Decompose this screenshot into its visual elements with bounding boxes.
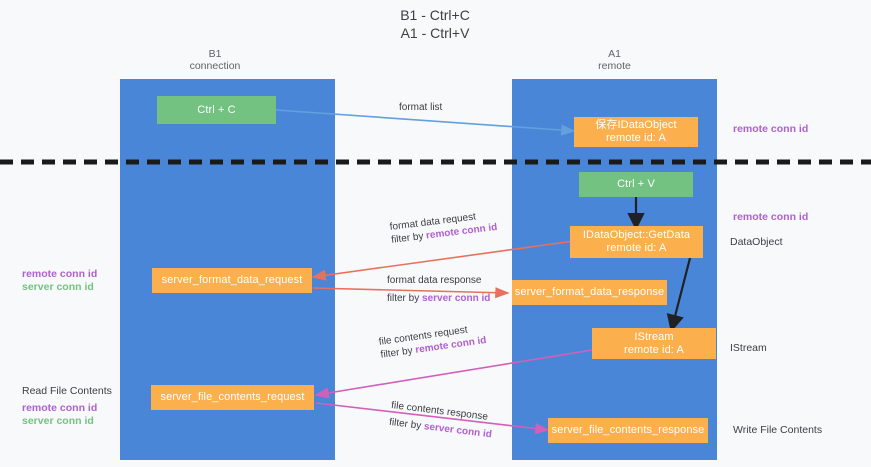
node-server-format-data-response[interactable]: server_format_data_response [512, 280, 667, 305]
annotation-remote-conn-id-top: remote conn id [733, 123, 809, 135]
node-server-format-data-request-label: server_format_data_request [161, 274, 303, 286]
filter-key: server conn id [422, 293, 491, 304]
annotation-istream: IStream [730, 342, 767, 354]
node-server-file-contents-response-label: server_file_contents_response [551, 424, 705, 436]
annotation-left-remote-conn-id-1: remote conn id [22, 268, 98, 280]
node-store-dataobject-line1: 保存IDataObject [595, 119, 677, 131]
lane-b1-name: B1 [208, 48, 222, 60]
node-store-dataobject-line2: remote id: A [606, 132, 666, 144]
annotation-dataobject: DataObject [730, 236, 783, 248]
lane-header-b1: B1 connection [120, 48, 310, 72]
page-title: B1 - Ctrl+C A1 - Ctrl+V [335, 6, 535, 42]
filter-prefix: filter by [390, 230, 427, 246]
edge-label-format-list-text: format list [399, 102, 443, 113]
filter-prefix: filter by [387, 293, 423, 304]
node-istream[interactable]: IStream remote id: A [592, 328, 716, 359]
annotation-left-remote-conn-id-2: remote conn id [22, 402, 98, 414]
edge-label-format-data-response-line2: filter by server conn id [387, 292, 490, 305]
annotation-write-file-contents: Write File Contents [733, 424, 823, 436]
title-line-2: A1 - Ctrl+V [400, 25, 470, 41]
node-server-format-data-request[interactable]: server_format_data_request [152, 268, 312, 293]
edge-label-format-data-request: format data request filter by remote con… [389, 208, 498, 247]
node-istream-line2: remote id: A [624, 343, 684, 356]
edge-label-format-data-response: format data response filter by server co… [387, 274, 490, 305]
lane-header-a1: A1 remote [512, 48, 717, 72]
annotation-read-file-contents: Read File Contents [22, 385, 112, 397]
edge-label-format-list: format list [399, 101, 442, 114]
node-getdata-line2: remote id: A [606, 242, 667, 254]
node-server-format-data-response-label: server_format_data_response [514, 286, 665, 298]
node-ctrl-v-label: Ctrl + V [617, 178, 655, 190]
node-istream-line1: IStream [634, 330, 674, 343]
node-getdata-line1: IDataObject::GetData [582, 229, 691, 241]
lane-a1-sub: remote [598, 60, 631, 72]
node-server-file-contents-request-label: server_file_contents_request [160, 391, 305, 403]
edge-label-file-contents-response: file contents response filter by server … [388, 399, 494, 441]
filter-prefix: filter by [388, 416, 425, 433]
annotation-remote-conn-id-mid: remote conn id [733, 211, 809, 223]
annotation-left-server-conn-id-1: server conn id [22, 281, 94, 293]
filter-key: server conn id [423, 421, 493, 441]
lane-b1-sub: connection [189, 60, 241, 72]
filter-prefix: filter by [379, 344, 417, 361]
node-server-file-contents-request[interactable]: server_file_contents_request [151, 385, 314, 410]
edge-label-format-data-response-line1: format data response [387, 275, 482, 286]
node-store-dataobject[interactable]: 保存IDataObject remote id: A [574, 117, 698, 147]
node-server-file-contents-response[interactable]: server_file_contents_response [548, 418, 708, 443]
annotation-left-server-conn-id-2: server conn id [22, 415, 94, 427]
edge-label-file-contents-request: file contents request filter by remote c… [378, 321, 487, 362]
title-line-1: B1 - Ctrl+C [400, 7, 470, 23]
node-ctrl-v[interactable]: Ctrl + V [579, 172, 693, 197]
node-ctrl-c[interactable]: Ctrl + C [157, 96, 276, 124]
node-getdata[interactable]: IDataObject::GetData remote id: A [570, 226, 703, 258]
lane-a1-name: A1 [608, 48, 621, 60]
node-ctrl-c-label: Ctrl + C [197, 103, 236, 116]
